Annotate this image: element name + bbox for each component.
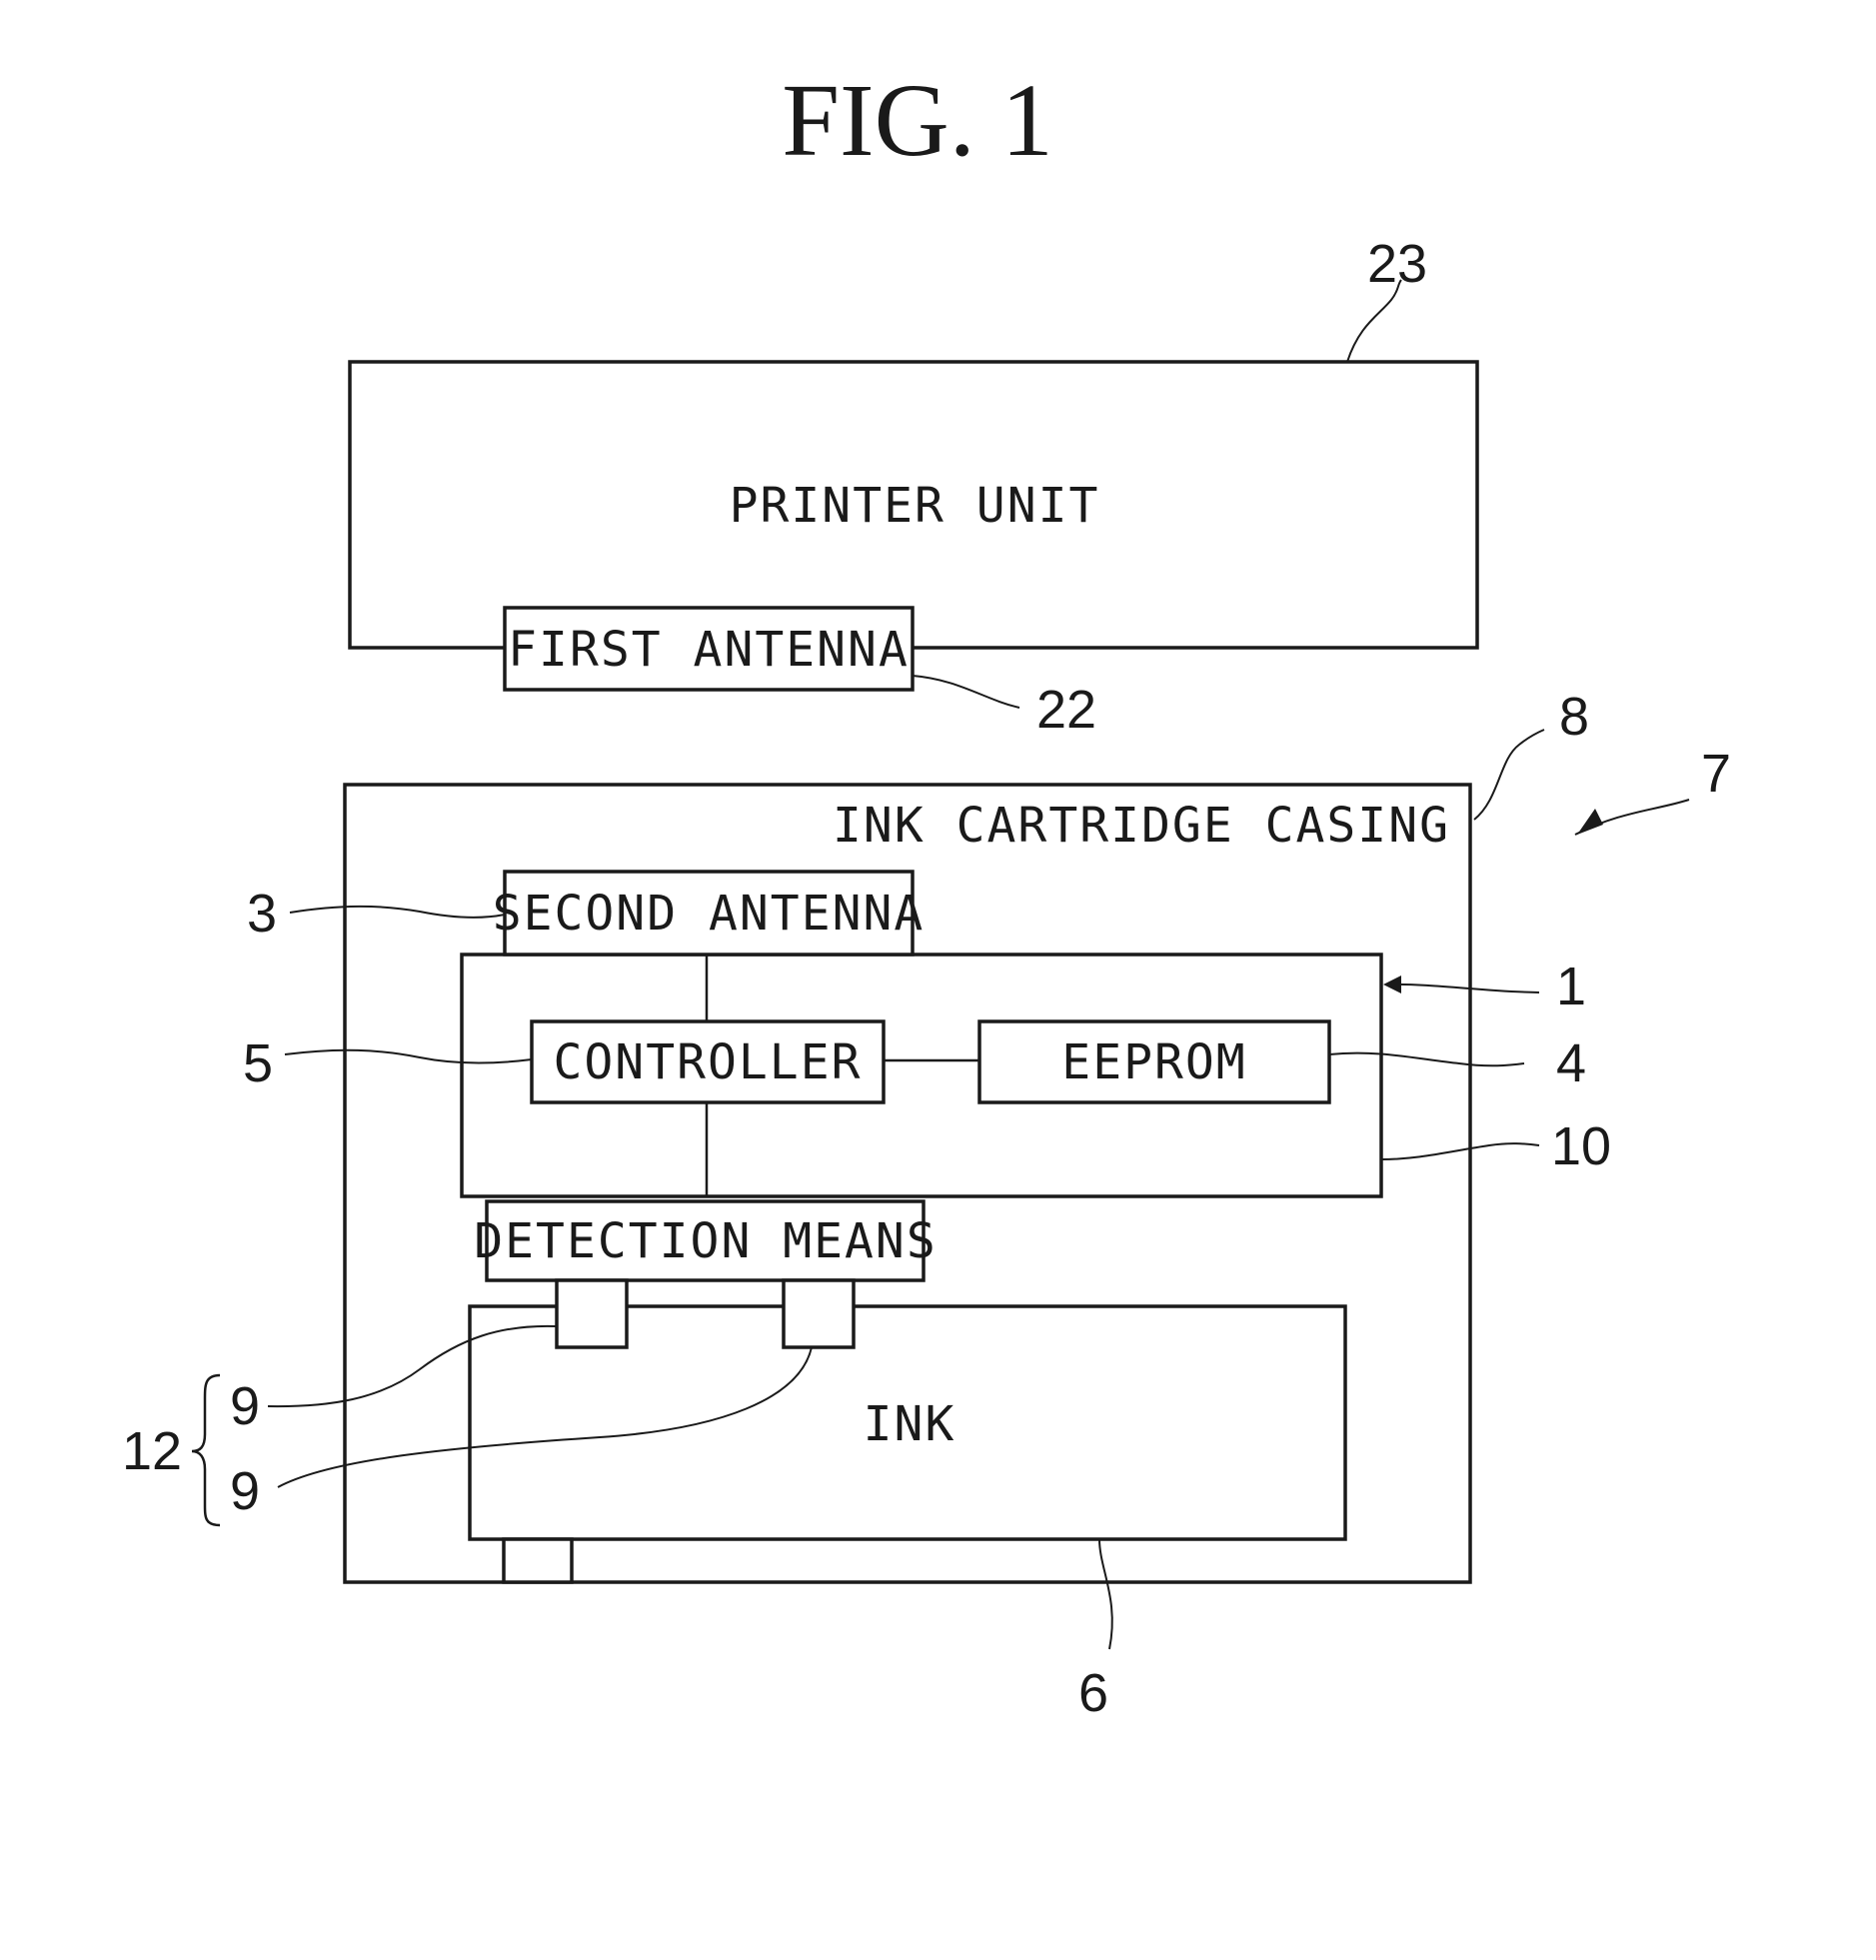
- brace-12: [192, 1375, 220, 1525]
- ref-23: 23: [1367, 234, 1427, 294]
- ink-outlet: [504, 1539, 572, 1582]
- ref-10: 10: [1551, 1116, 1611, 1176]
- ink-label: INK: [864, 1396, 956, 1452]
- ink-cartridge-casing-label: INK CARTRIDGE CASING: [833, 798, 1450, 854]
- ref-1: 1: [1556, 957, 1586, 1016]
- ref-9-lower: 9: [230, 1461, 260, 1521]
- ref-3: 3: [247, 884, 277, 944]
- ref-12: 12: [122, 1421, 182, 1481]
- eeprom-label: EEPROM: [1061, 1034, 1246, 1090]
- sensor-a: [557, 1280, 627, 1347]
- printer-unit-label: PRINTER UNIT: [730, 478, 1100, 534]
- leader-22: [913, 676, 1019, 708]
- leader-8: [1474, 730, 1544, 820]
- ref-4: 4: [1556, 1033, 1586, 1093]
- ref-7: 7: [1701, 744, 1731, 804]
- sensor-b: [784, 1280, 854, 1347]
- second-antenna-label: SECOND ANTENNA: [493, 886, 926, 942]
- detection-means-label: DETECTION MEANS: [474, 1213, 937, 1269]
- ref-8: 8: [1559, 687, 1589, 747]
- ref-22: 22: [1036, 680, 1096, 740]
- ref-6: 6: [1078, 1663, 1108, 1723]
- ref-9-upper: 9: [230, 1376, 260, 1436]
- ref-5: 5: [243, 1033, 273, 1093]
- first-antenna-label: FIRST ANTENNA: [508, 622, 910, 678]
- arrow-head-7: [1577, 809, 1603, 835]
- controller-label: CONTROLLER: [554, 1034, 863, 1090]
- figure-title: FIG. 1: [782, 63, 1053, 178]
